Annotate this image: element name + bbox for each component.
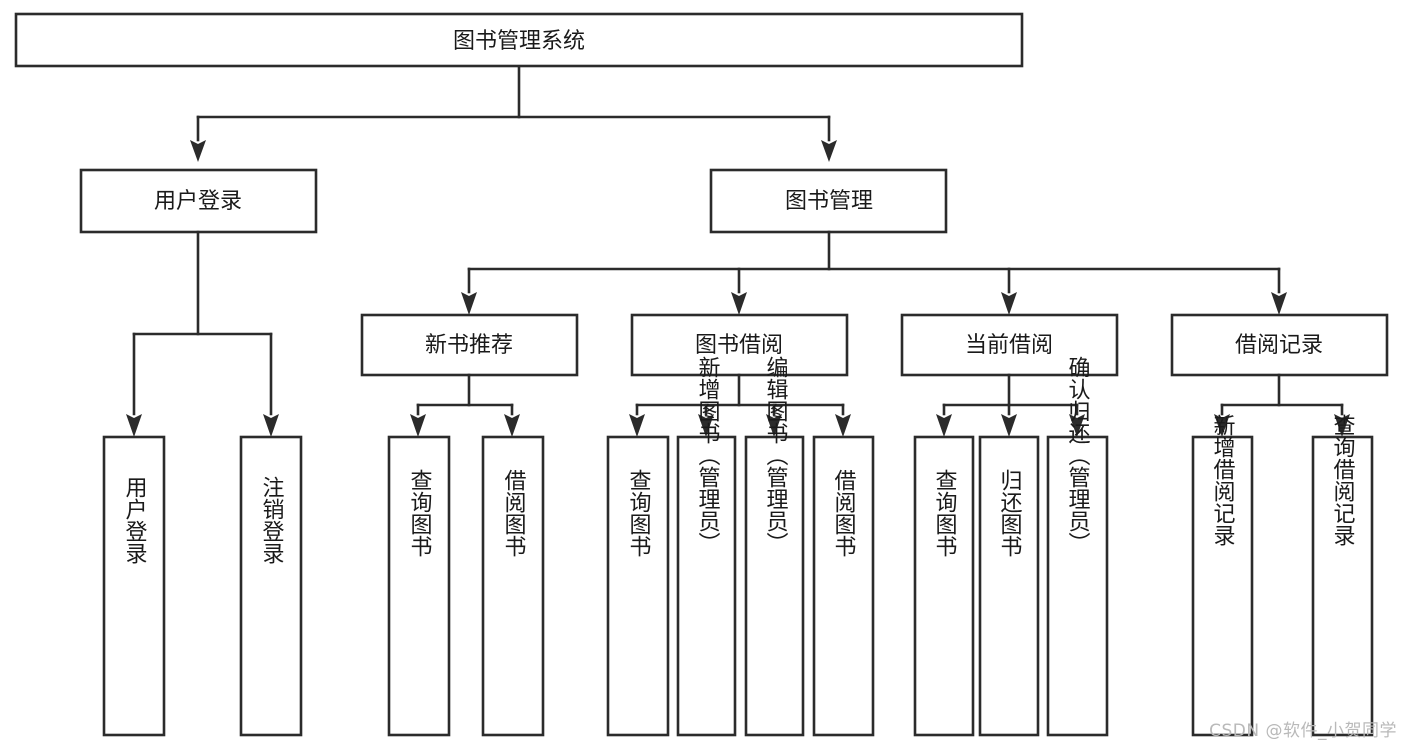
- leaf-borrow-book-2-box: [812, 435, 875, 737]
- leaf-query-book-1-label: 查询图书: [407, 469, 433, 557]
- arrow-head-icon: [1001, 414, 1017, 437]
- leaf-add-book-label: 新增图书（管理员）: [695, 356, 721, 554]
- leaf-return-book-label: 归还图书: [997, 469, 1023, 557]
- leaf-node[interactable]: 用户登录: [102, 435, 166, 737]
- node-borrow-record-label: 借阅记录: [1235, 333, 1323, 358]
- connector-new-book-recommend-to-leaves: [410, 373, 520, 437]
- leaf-logout-login-box: [239, 435, 303, 737]
- leaf-return-book-box: [978, 435, 1040, 737]
- leaf-query-record-box: [1311, 435, 1374, 737]
- leaf-borrow-book-2-label: 借阅图书: [831, 469, 857, 557]
- node-new-book-recommend-box: [360, 313, 579, 377]
- leaf-user-login-label: 用户登录: [122, 476, 148, 564]
- arrow-head-icon: [1271, 292, 1287, 315]
- leaf-query-record-label: 查询借阅记录: [1330, 414, 1356, 546]
- leaf-query-book-1-box: [387, 435, 451, 737]
- connector-root-to-level2: [190, 64, 837, 162]
- arrow-head-icon: [821, 140, 837, 162]
- arrow-head-icon: [835, 414, 851, 437]
- leaf-node[interactable]: 注销登录: [239, 435, 303, 737]
- leaf-node[interactable]: 借阅图书: [481, 435, 545, 737]
- leaf-borrow-book-1-label: 借阅图书: [501, 469, 527, 557]
- leaf-node[interactable]: 查询图书: [606, 435, 670, 737]
- node-book-management-label: 图书管理: [785, 189, 873, 214]
- leaf-node[interactable]: 查询借阅记录: [1311, 414, 1374, 737]
- connector-book-management-to-level3: [461, 230, 1287, 315]
- node-root-label: 图书管理系统: [453, 29, 585, 54]
- arrow-head-icon: [731, 292, 747, 315]
- leaf-query-book-2-box: [606, 435, 670, 737]
- connector-book-borrow-to-leaves: [629, 373, 851, 437]
- arrow-head-icon: [1069, 414, 1085, 437]
- leaf-add-book-box: [676, 435, 737, 737]
- arrow-head-icon: [766, 414, 782, 437]
- leaf-edit-book-label: 编辑图书（管理员）: [763, 356, 789, 554]
- connector-borrow-record-to-leaves: [1214, 373, 1350, 437]
- leaf-node[interactable]: 编辑图书（管理员）: [744, 356, 805, 737]
- arrow-head-icon: [1214, 414, 1230, 437]
- node-root[interactable]: 图书管理系统: [14, 12, 1024, 68]
- leaf-node[interactable]: 确认归还（管理员）: [1046, 356, 1109, 737]
- arrow-head-icon: [1001, 292, 1017, 315]
- leaf-edit-book-box: [744, 435, 805, 737]
- node-borrow-record-box: [1170, 313, 1389, 377]
- leaf-user-login-box: [102, 435, 166, 737]
- node-new-book-recommend-label: 新书推荐: [425, 333, 513, 358]
- node-book-borrow[interactable]: 图书借阅: [630, 313, 849, 377]
- leaf-node[interactable]: 新增借阅记录: [1191, 414, 1254, 737]
- node-new-book-recommend[interactable]: 新书推荐: [360, 313, 579, 377]
- node-book-management[interactable]: 图书管理: [709, 168, 948, 234]
- leaf-node[interactable]: 查询图书: [387, 435, 451, 737]
- arrow-head-icon: [410, 414, 426, 437]
- node-root-box: [14, 12, 1024, 68]
- arrow-head-icon: [698, 414, 714, 437]
- arrow-head-icon: [263, 414, 279, 437]
- arrow-head-icon: [504, 414, 520, 437]
- leaf-node[interactable]: 查询图书: [913, 435, 975, 737]
- node-current-borrow-label: 当前借阅: [965, 333, 1053, 358]
- leaf-query-book-3-box: [913, 435, 975, 737]
- leaf-node[interactable]: 借阅图书: [812, 435, 875, 737]
- leaf-logout-login-label: 注销登录: [259, 476, 285, 564]
- connector-user-login-to-leaves: [126, 230, 279, 437]
- arrow-head-icon: [936, 414, 952, 437]
- leaf-confirm-return-label: 确认归还（管理员）: [1065, 356, 1091, 554]
- node-current-borrow[interactable]: 当前借阅: [900, 313, 1119, 377]
- node-user-login-label: 用户登录: [154, 189, 242, 214]
- leaf-add-record-box: [1191, 435, 1254, 737]
- node-borrow-record[interactable]: 借阅记录: [1170, 313, 1389, 377]
- arrow-head-icon: [461, 292, 477, 315]
- node-book-borrow-label: 图书借阅: [695, 333, 783, 358]
- connector-current-borrow-to-leaves: [936, 373, 1085, 437]
- leaf-node[interactable]: 新增图书（管理员）: [676, 356, 737, 737]
- arrow-head-icon: [629, 414, 645, 437]
- leaf-query-book-3-label: 查询图书: [932, 469, 958, 557]
- node-current-borrow-box: [900, 313, 1119, 377]
- leaf-node[interactable]: 归还图书: [978, 435, 1040, 737]
- arrow-head-icon: [126, 414, 142, 437]
- leaf-borrow-book-1-box: [481, 435, 545, 737]
- arrow-head-icon: [190, 140, 206, 162]
- leaf-confirm-return-box: [1046, 435, 1109, 737]
- leaf-add-record-label: 新增借阅记录: [1210, 414, 1236, 546]
- node-user-login-box: [79, 168, 318, 234]
- node-user-login[interactable]: 用户登录: [79, 168, 318, 234]
- arrow-head-icon: [1334, 414, 1350, 437]
- leaf-query-book-2-label: 查询图书: [626, 469, 652, 557]
